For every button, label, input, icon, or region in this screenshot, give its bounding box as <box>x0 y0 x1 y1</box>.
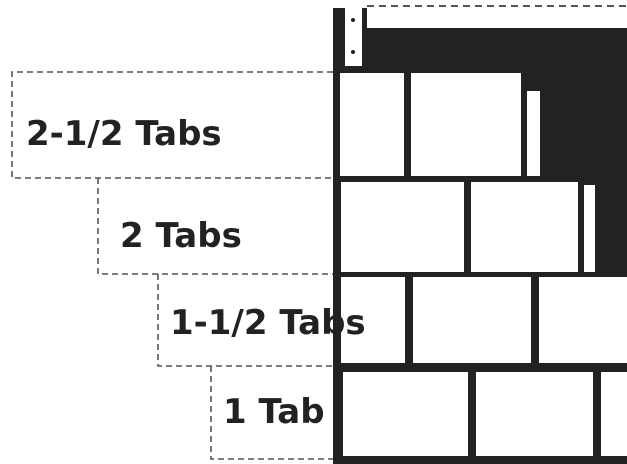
nail-strip <box>345 8 362 66</box>
course-1-partial-tab <box>527 91 540 176</box>
label-2-tabs: 2 Tabs <box>120 216 242 256</box>
label-2-half-tabs: 2-1/2 Tabs <box>26 114 222 154</box>
guide-1-tab <box>210 366 333 460</box>
course-3-tab <box>539 277 627 363</box>
course-2-tab <box>341 182 464 272</box>
nail-dot <box>351 18 355 22</box>
nail-dot <box>351 50 355 54</box>
course-3-half-tab <box>341 277 405 363</box>
top-course-shingle <box>367 6 627 28</box>
guide-2-half-tabs <box>11 71 333 179</box>
course-2-partial-tab <box>584 185 595 272</box>
course-1-tab <box>340 73 404 176</box>
course-4-partial-tab <box>601 372 627 456</box>
course-4-tab <box>476 372 593 456</box>
course-3-tab <box>413 277 531 363</box>
label-1-half-tabs: 1-1/2 Tabs <box>170 303 366 343</box>
course-4-tab <box>343 372 468 456</box>
guide-2-tabs <box>97 178 333 275</box>
course-1-tab <box>411 73 521 176</box>
guide-1-half-tabs <box>157 274 333 367</box>
offset-guides <box>11 71 333 460</box>
course-2-tab <box>471 182 578 272</box>
label-1-tab: 1 Tab <box>223 392 325 432</box>
